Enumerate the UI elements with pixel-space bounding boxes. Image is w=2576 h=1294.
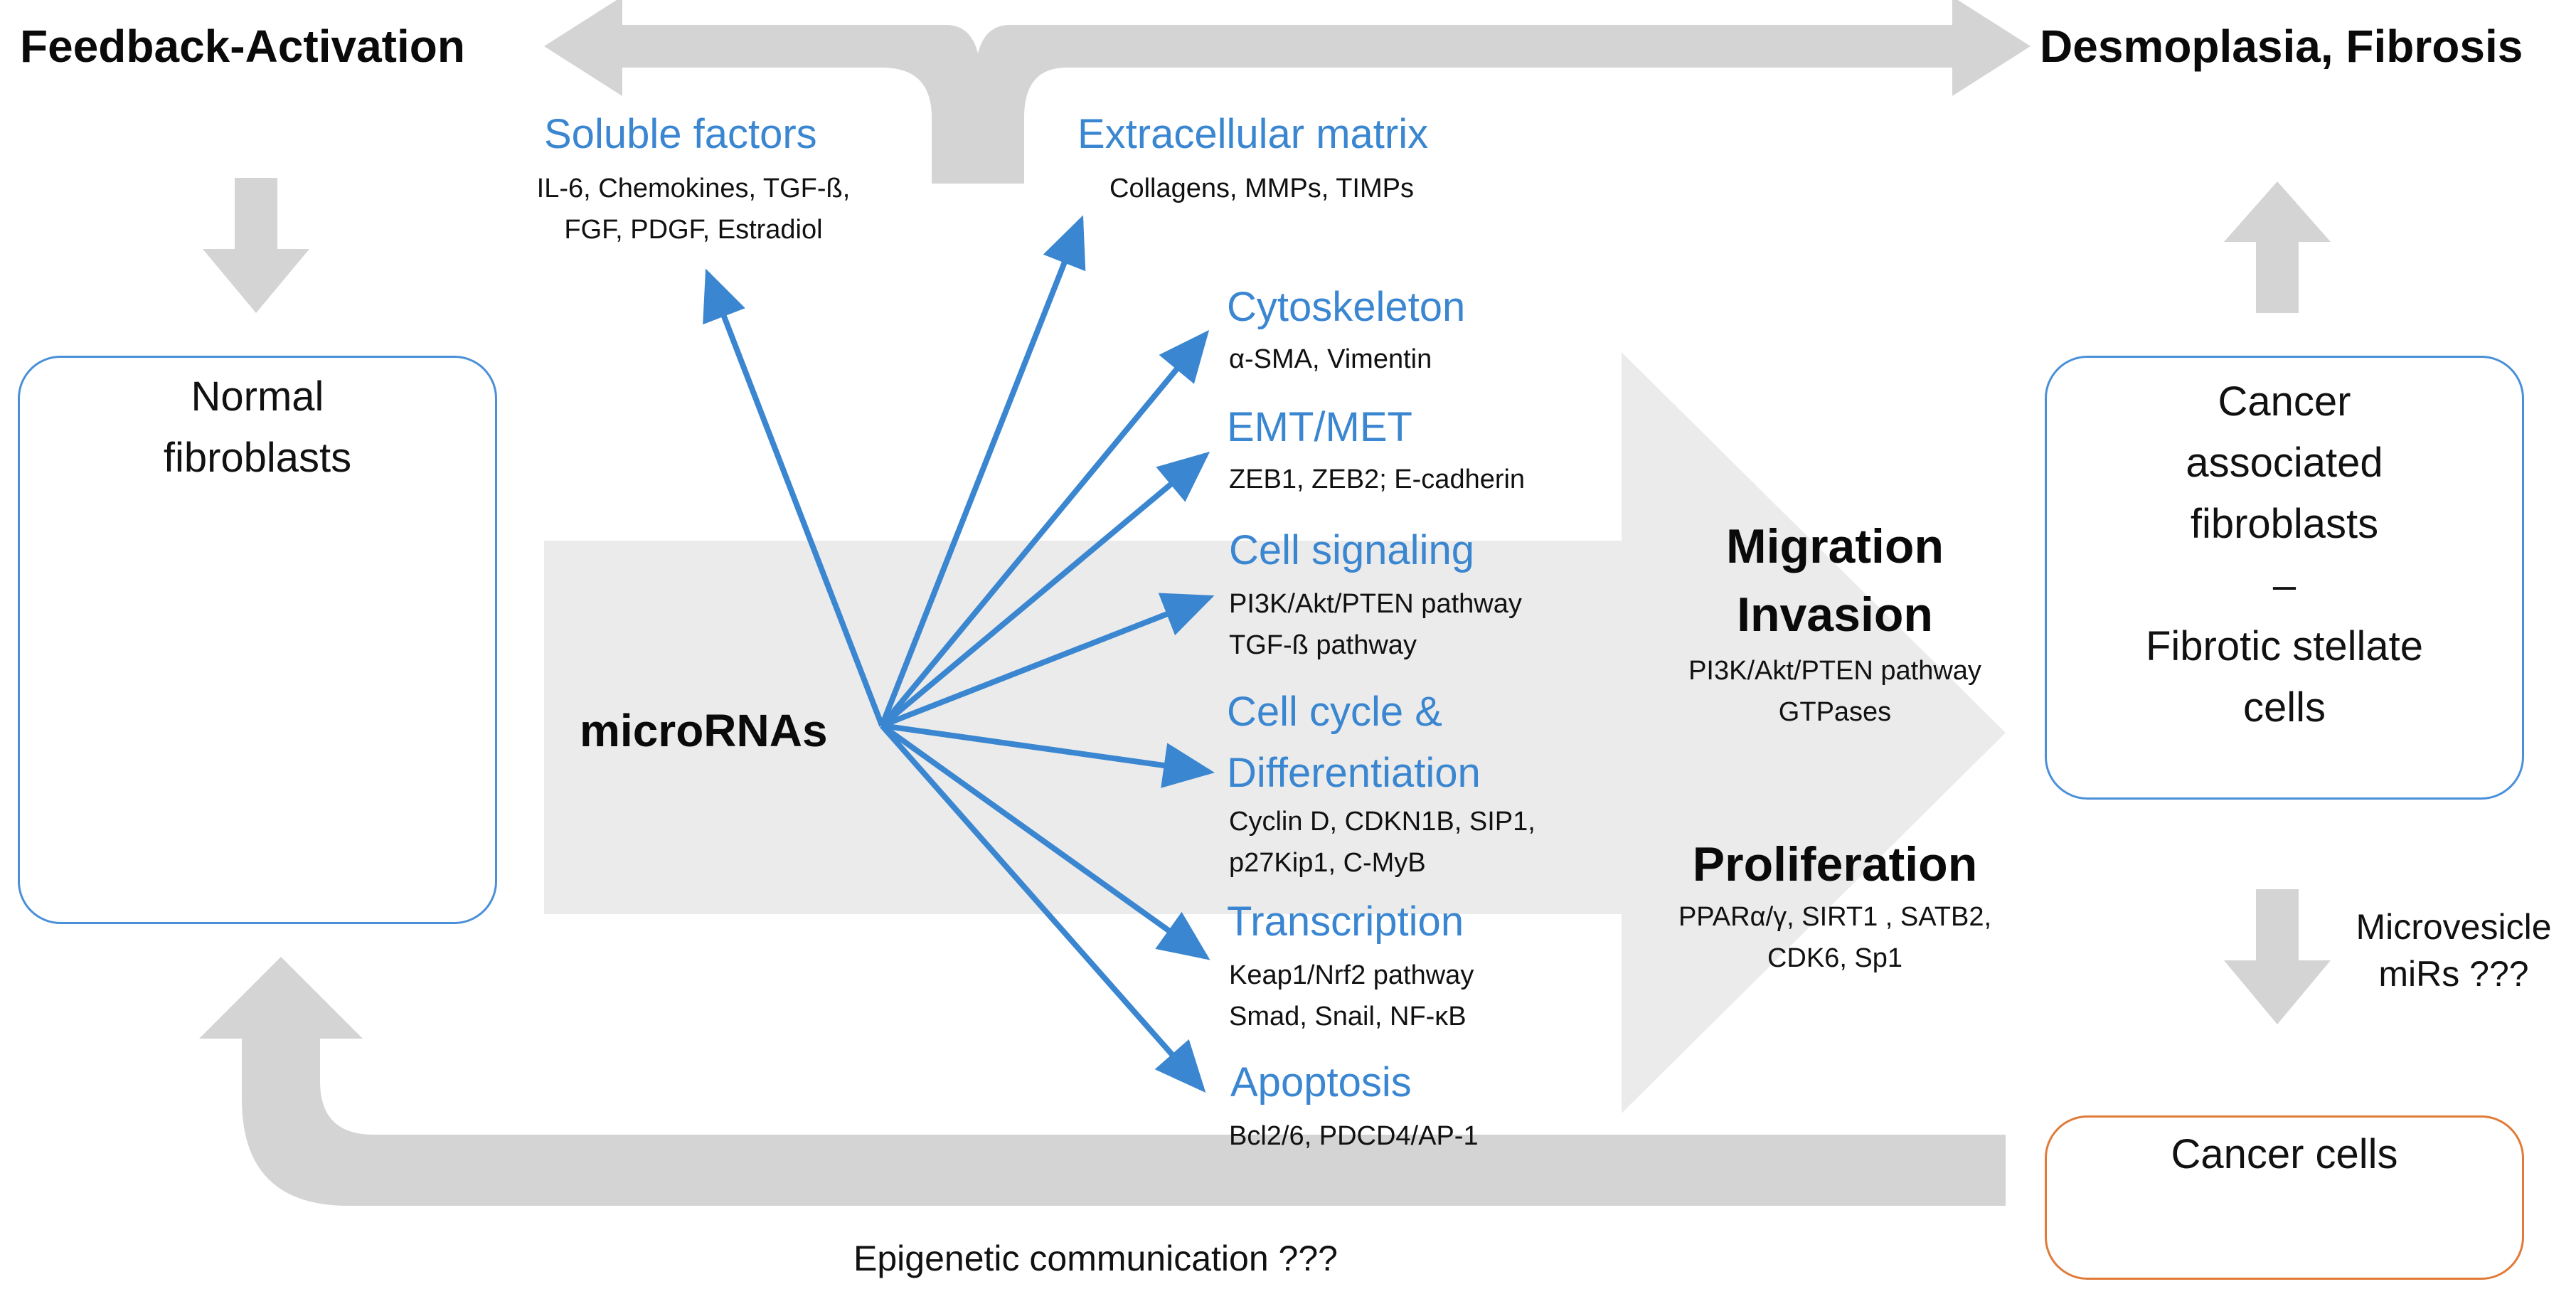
migration-label: Migration: [1726, 519, 1944, 573]
transcription-details: Keap1/Nrf2 pathway Smad, Snail, NF-κB: [1229, 955, 1474, 1037]
emt-met-title: EMT/MET: [1227, 404, 1412, 450]
arrow-to-apoptosis: [880, 723, 1206, 1093]
normal-fibroblasts-box: [18, 356, 497, 924]
top-split-arrow: [544, 0, 2031, 184]
normal-line-1: Normal: [191, 373, 324, 420]
apoptosis-title: Apoptosis: [1230, 1059, 1412, 1105]
cell-cycle-line-1: Cyclin D, CDKN1B, SIP1,: [1229, 807, 1536, 837]
proliferation-sub-1: PPARα/γ, SIRT1 , SATB2,: [1678, 902, 1992, 932]
cytoskeleton-title: Cytoskeleton: [1227, 284, 1466, 330]
emt-met-details: ZEB1, ZEB2; E-cadherin: [1229, 465, 1526, 494]
proliferation-block: Proliferation PPARα/γ, SIRT1 , SATB2, CD…: [1643, 832, 2027, 979]
cell-signaling-title: Cell signaling: [1229, 527, 1474, 573]
migration-invasion-block: Migration Invasion PI3K/Akt/PTEN pathway…: [1643, 512, 2027, 733]
down-arrow-feedback: [203, 178, 309, 313]
cancer-cells-box: [2045, 1115, 2524, 1280]
central-block-arrow: [544, 352, 2006, 1113]
cell-cycle-title-2: Differentiation: [1227, 750, 1481, 796]
soluble-factors-title: Soluble factors: [544, 111, 817, 157]
soluble-factors-details: IL-6, Chemokines, TGF-ß, FGF, PDGF, Estr…: [512, 168, 875, 250]
cell-cycle-title: Cell cycle & Differentiation: [1227, 682, 1481, 804]
arrow-to-cell-signaling: [880, 593, 1215, 728]
down-arrow-microvesicle: [2224, 889, 2331, 1024]
caf-line-1: Cancer: [2218, 378, 2351, 425]
migration-sub-2: GTPases: [1778, 697, 1892, 727]
caf-label: Cancer associated fibroblasts – Fibrotic…: [2045, 371, 2524, 738]
cell-cycle-details: Cyclin D, CDKN1B, SIP1, p27Kip1, C-MyB: [1229, 801, 1536, 884]
caf-line-3: fibroblasts: [2190, 501, 2379, 547]
micrornas-label: microRNAs: [580, 705, 828, 756]
microvesicle-label: Microvesicle miRs ???: [2333, 903, 2575, 997]
normal-fibroblasts-label: Normal fibroblasts: [18, 366, 497, 489]
extracellular-matrix-title: Extracellular matrix: [1077, 111, 1429, 157]
migration-sub-1: PI3K/Akt/PTEN pathway: [1688, 656, 1981, 686]
arrow-to-transcription: [880, 723, 1210, 960]
invasion-label: Invasion: [1737, 588, 1933, 642]
microvesicle-line-2: miRs ???: [2378, 954, 2529, 994]
proliferation-label: Proliferation: [1692, 837, 1978, 891]
arrow-to-cytoskeleton: [879, 329, 1210, 728]
soluble-factors-line-1: IL-6, Chemokines, TGF-ß,: [536, 174, 851, 203]
extracellular-matrix-details: Collagens, MMPs, TIMPs: [1109, 174, 1414, 203]
transcription-title: Transcription: [1227, 898, 1464, 945]
caf-line-6: cells: [2242, 684, 2326, 731]
transcription-line-1: Keap1/Nrf2 pathway: [1229, 960, 1474, 990]
cytoskeleton-details: α-SMA, Vimentin: [1229, 344, 1432, 374]
caf-line-4: –: [2272, 562, 2296, 608]
microvesicle-line-1: Microvesicle: [2356, 907, 2552, 947]
soluble-factors-line-2: FGF, PDGF, Estradiol: [564, 215, 823, 245]
arrow-to-emt-met: [880, 451, 1210, 728]
cell-cycle-title-1: Cell cycle &: [1227, 689, 1442, 735]
cell-cycle-line-2: p27Kip1, C-MyB: [1229, 848, 1426, 878]
cell-signaling-line-2: TGF-ß pathway: [1229, 630, 1417, 660]
arrow-to-cell-cycle: [881, 723, 1215, 788]
cell-signaling-details: PI3K/Akt/PTEN pathway TGF-ß pathway: [1229, 583, 1522, 666]
apoptosis-details: Bcl2/6, PDCD4/AP-1: [1229, 1121, 1479, 1151]
desmoplasia-fibrosis-heading: Desmoplasia, Fibrosis: [2040, 21, 2523, 72]
epigenetic-communication-label: Epigenetic communication ???: [853, 1239, 1338, 1278]
proliferation-sub-2: CDK6, Sp1: [1767, 943, 1903, 973]
mirna-arrows: [703, 215, 1215, 1093]
arrow-to-soluble-factors: [703, 268, 885, 727]
arrow-to-extracellular-matrix: [879, 215, 1086, 727]
bottom-return-arrow: [199, 957, 2006, 1206]
cell-signaling-line-1: PI3K/Akt/PTEN pathway: [1229, 589, 1522, 619]
caf-box: [2045, 356, 2524, 800]
cancer-cells-label: Cancer cells: [2171, 1131, 2398, 1177]
caf-line-2: associated: [2186, 440, 2383, 486]
transcription-line-2: Smad, Snail, NF-κB: [1229, 1002, 1467, 1032]
up-arrow-caf: [2224, 181, 2331, 313]
normal-line-2: fibroblasts: [163, 435, 352, 481]
caf-line-5: Fibrotic stellate: [2145, 623, 2424, 669]
feedback-activation-heading: Feedback-Activation: [20, 21, 465, 72]
